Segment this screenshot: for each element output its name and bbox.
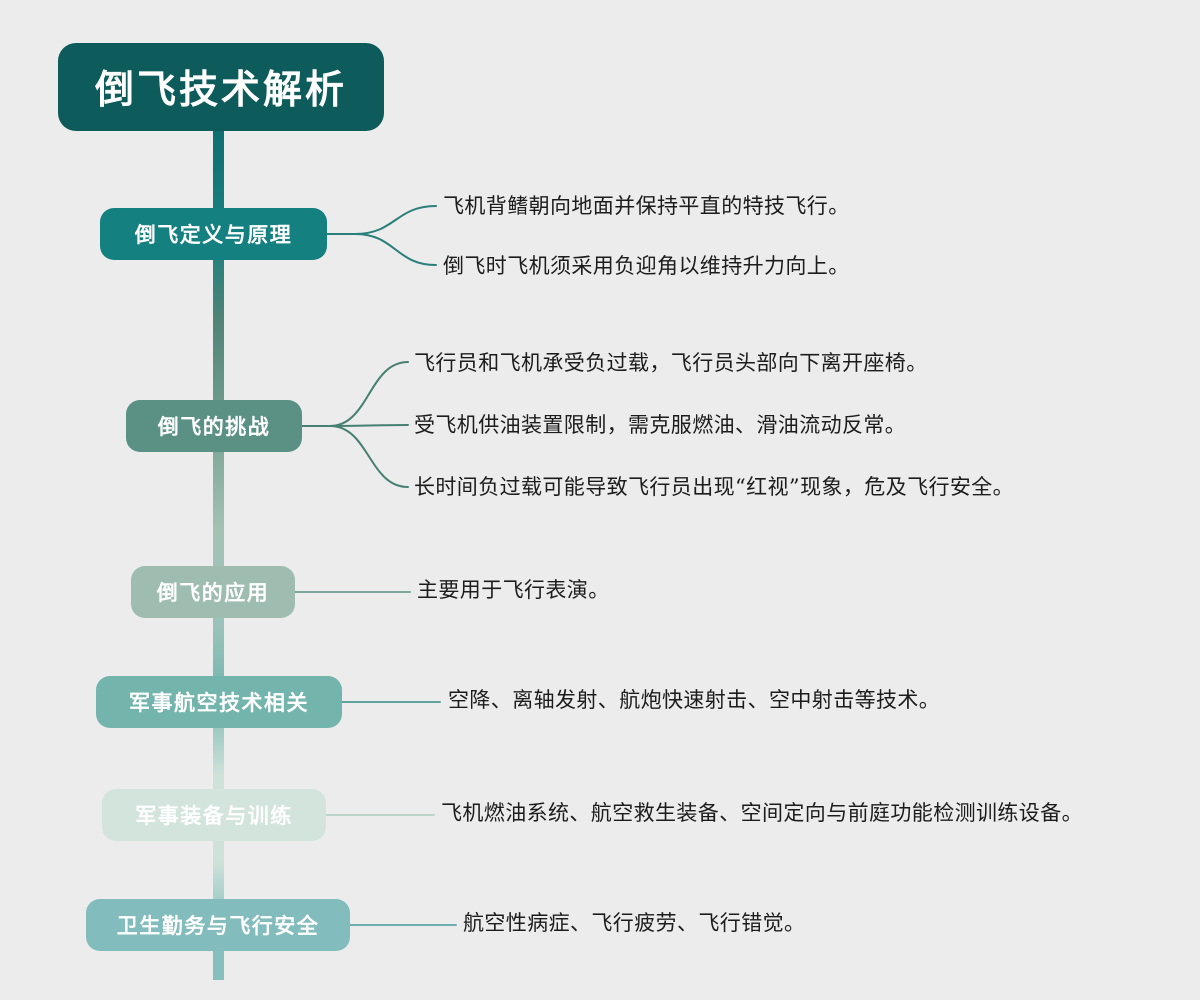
- leaf-text-2-0[interactable]: 主要用于飞行表演。: [417, 578, 610, 602]
- connector-branch: [329, 361, 409, 427]
- root-node[interactable]: 倒飞技术解析: [58, 43, 384, 131]
- branch-node-label: 军事装备与训练: [135, 805, 293, 828]
- branch-node-1[interactable]: 倒飞的挑战: [126, 400, 302, 452]
- connector-branch: [329, 425, 409, 488]
- leaf-text-0-0[interactable]: 飞机背鳍朝向地面并保持平直的特技飞行。: [443, 194, 850, 218]
- branch-node-3[interactable]: 军事航空技术相关: [96, 676, 342, 728]
- leaf-text-1-0[interactable]: 飞行员和飞机承受负过载，飞行员头部向下离开座椅。: [414, 351, 928, 375]
- branch-node-label: 军事航空技术相关: [129, 692, 309, 715]
- branch-node-label: 倒飞定义与原理: [134, 224, 293, 247]
- branch-node-label: 倒飞的应用: [156, 582, 270, 605]
- branch-node-0[interactable]: 倒飞定义与原理: [100, 208, 327, 260]
- leaf-text-3-0[interactable]: 空降、离轴发射、航炮快速射击、空中射击等技术。: [448, 688, 941, 712]
- branch-node-4[interactable]: 军事装备与训练: [102, 789, 326, 841]
- branch-node-5[interactable]: 卫生勤务与飞行安全: [86, 899, 350, 951]
- connector-group-0: [327, 205, 437, 266]
- leaf-text-1-1[interactable]: 受飞机供油装置限制，需克服燃油、滑油流动反常。: [414, 413, 907, 437]
- connector-group-1: [302, 361, 409, 488]
- connector-branch: [329, 424, 409, 427]
- connector-branch: [354, 205, 437, 235]
- branch-node-label: 卫生勤务与飞行安全: [116, 915, 320, 938]
- branch-node-label: 倒飞的挑战: [157, 416, 271, 439]
- leaf-text-4-0[interactable]: 飞机燃油系统、航空救生装备、空间定向与前庭功能检测训练设备。: [441, 801, 1083, 825]
- branch-node-2[interactable]: 倒飞的应用: [131, 566, 295, 618]
- leaf-text-5-0[interactable]: 航空性病症、飞行疲劳、飞行错觉。: [463, 911, 806, 935]
- leaf-text-0-1[interactable]: 倒飞时飞机须采用负迎角以维持升力向上。: [443, 254, 850, 278]
- connector-branch: [354, 233, 437, 266]
- leaf-text-1-2[interactable]: 长时间负过载可能导致飞行员出现“红视”现象，危及飞行安全。: [414, 475, 1015, 499]
- root-node-label: 倒飞技术解析: [94, 69, 347, 112]
